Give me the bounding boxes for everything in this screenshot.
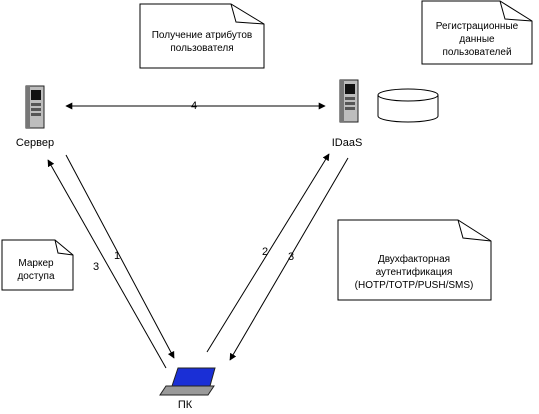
note-attribute-line-2: пользователя (170, 43, 233, 54)
server-icon (25, 85, 45, 129)
arrow-pc-to-server (47, 159, 167, 369)
note-attribute-retrieval: Получение атрибутов пользователя (139, 3, 265, 69)
note-access-token: Маркер доступа (1, 239, 74, 291)
edge-label-idaas-to-pc: 3 (288, 251, 294, 263)
edge-label-server-idaas: 4 (191, 100, 197, 112)
note-registration-data: Регистрационные данные пользователей (421, 0, 533, 65)
note-registration-line-3: пользователей (442, 47, 511, 58)
edge-label-server-to-pc: 1 (114, 250, 120, 262)
idaas-label: IDaaS (332, 137, 363, 149)
note-twofactor-line-1: Двухфакторная (378, 253, 450, 265)
note-twofactor-line-2: аутентификация (376, 266, 453, 278)
arrow-idaas-to-pc (229, 157, 349, 361)
note-two-factor-auth: Двухфакторная аутентификация (HOTP/TOTP/… (337, 219, 492, 301)
note-registration-line-2: данные (459, 34, 495, 45)
note-token-line-1: Маркер (18, 258, 54, 269)
edge-label-pc-to-server: 3 (93, 261, 99, 273)
edge-label-pc-to-idaas: 2 (262, 246, 268, 258)
pc-label: ПК (178, 399, 193, 411)
idaas-server-icon (339, 79, 359, 123)
note-token-line-2: доступа (17, 271, 55, 282)
database-icon (377, 88, 439, 123)
arrow-server-to-pc (65, 154, 175, 359)
note-registration-line-1: Регистрационные (436, 21, 519, 32)
note-twofactor-line-3: (HOTP/TOTP/PUSH/SMS) (355, 280, 474, 291)
arrow-pc-to-idaas (206, 153, 330, 353)
note-attribute-line-1: Получение атрибутов (152, 29, 253, 41)
laptop-icon (159, 367, 216, 396)
server-label: Сервер (16, 137, 54, 149)
